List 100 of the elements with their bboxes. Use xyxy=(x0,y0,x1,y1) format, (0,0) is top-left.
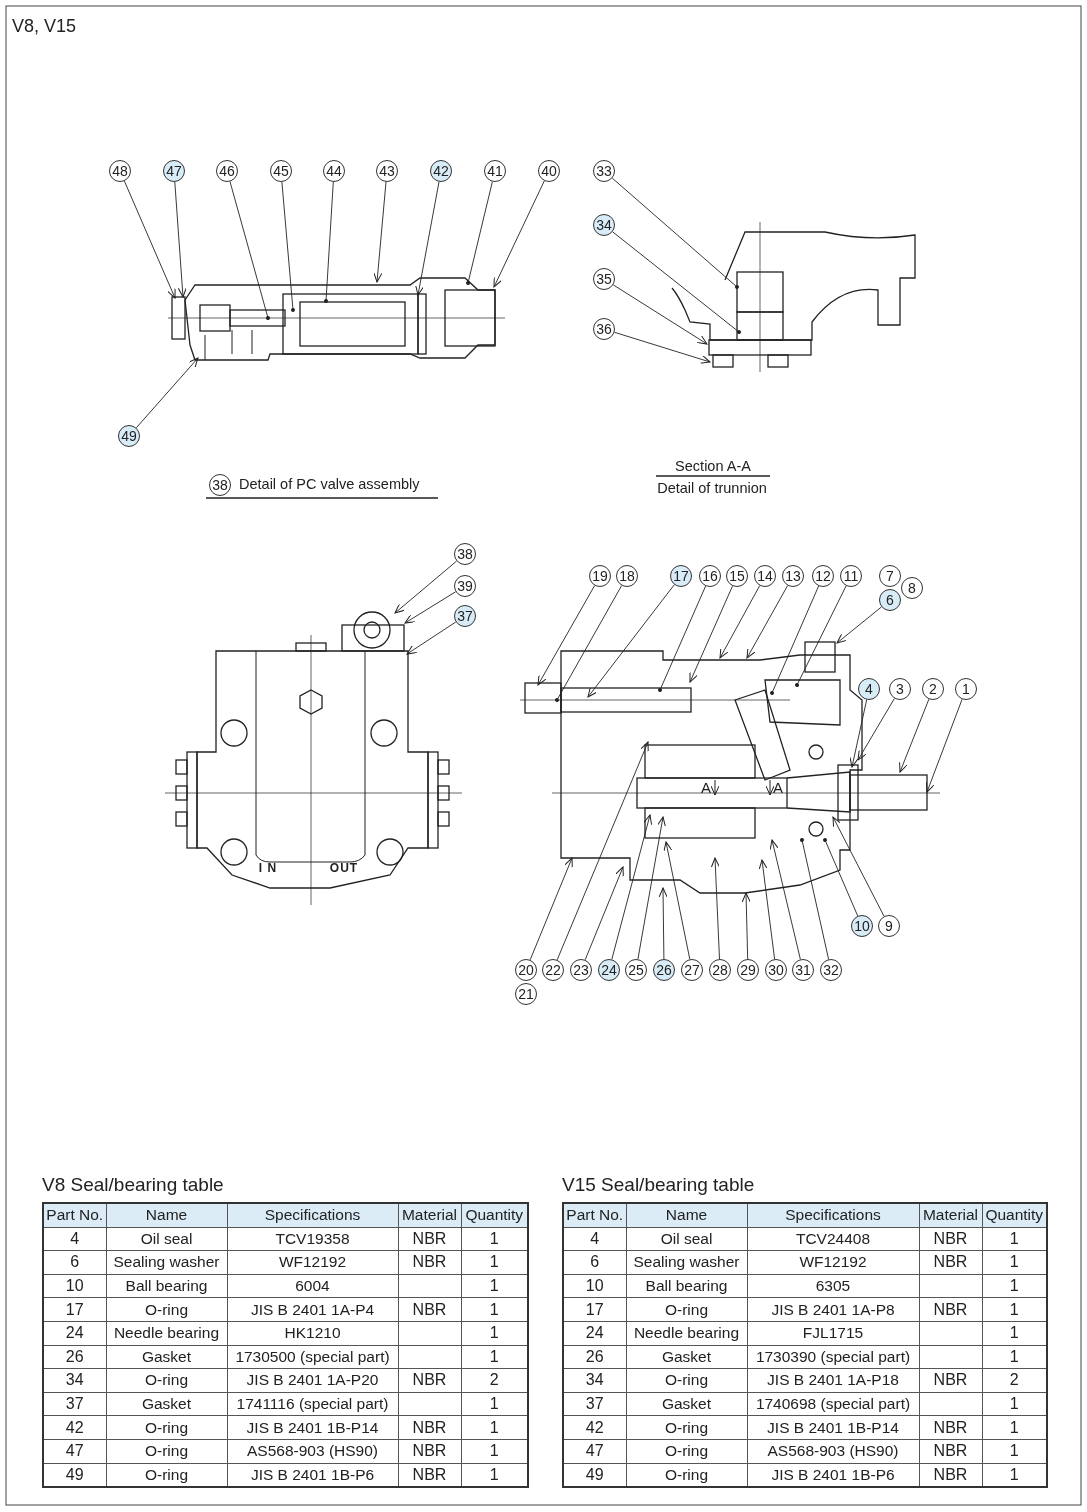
view-caption: Detail of PC valve assembly xyxy=(239,476,420,492)
callout-number: 35 xyxy=(593,268,615,290)
callout-number: 23 xyxy=(570,959,592,981)
table-cell: NBR xyxy=(919,1297,982,1322)
callout-number: 3 xyxy=(889,678,911,700)
column-header: Material xyxy=(398,1203,461,1228)
callout-number: 1 xyxy=(955,678,977,700)
callout-number: 49 xyxy=(118,425,140,447)
table-cell: JIS B 2401 1A-P8 xyxy=(747,1297,919,1322)
trunnion-section-drawing xyxy=(671,221,916,373)
table-cell: NBR xyxy=(919,1415,982,1440)
callout-number: 18 xyxy=(616,565,638,587)
table-cell: 37 xyxy=(563,1392,626,1416)
table-cell: Gasket xyxy=(106,1345,227,1369)
view-caption: Detail of trunnion xyxy=(657,480,767,496)
callout-number: 45 xyxy=(270,160,292,182)
table-title: V8 Seal/bearing table xyxy=(42,1174,224,1196)
table-cell: JIS B 2401 1A-P4 xyxy=(227,1297,398,1322)
callout-number: 39 xyxy=(454,575,476,597)
table-cell: 24 xyxy=(43,1321,106,1346)
table-cell: Needle bearing xyxy=(106,1321,227,1346)
callout-number: 16 xyxy=(699,565,721,587)
callout-number: 15 xyxy=(726,565,748,587)
table-cell: WF12192 xyxy=(227,1250,398,1275)
column-header: Specifications xyxy=(227,1203,398,1228)
table-cell: 4 xyxy=(43,1227,106,1251)
callout-number: 47 xyxy=(163,160,185,182)
table-cell: O-ring xyxy=(106,1415,227,1440)
table-cell: NBR xyxy=(919,1250,982,1275)
table-cell: 47 xyxy=(43,1439,106,1464)
table-cell: 1730500 (special part) xyxy=(227,1345,398,1369)
table-cell: Ball bearing xyxy=(626,1274,747,1298)
callout-number: 10 xyxy=(851,915,873,937)
callout-number: 42 xyxy=(430,160,452,182)
callout-number: 13 xyxy=(782,565,804,587)
callout-number: 7 xyxy=(879,565,901,587)
table-cell: AS568-903 (HS90) xyxy=(747,1439,919,1464)
table-cell: FJL1715 xyxy=(747,1321,919,1346)
table-cell: O-ring xyxy=(106,1439,227,1464)
column-header: Quantity xyxy=(982,1203,1047,1228)
callout-number: 14 xyxy=(754,565,776,587)
callout-number: 40 xyxy=(538,160,560,182)
table-cell: Ball bearing xyxy=(106,1274,227,1298)
table-cell: O-ring xyxy=(106,1368,227,1393)
column-header: Material xyxy=(919,1203,982,1228)
table-cell: 37 xyxy=(43,1392,106,1416)
table-cell: JIS B 2401 1A-P20 xyxy=(227,1368,398,1393)
callout-number: 29 xyxy=(737,959,759,981)
diagram-title: V8, V15 xyxy=(12,16,77,37)
table-cell: Sealing washer xyxy=(106,1250,227,1275)
table-cell: O-ring xyxy=(626,1368,747,1393)
table-cell: 34 xyxy=(563,1368,626,1393)
callout-number: 43 xyxy=(376,160,398,182)
table-cell: JIS B 2401 1A-P18 xyxy=(747,1368,919,1393)
table-cell: 10 xyxy=(43,1274,106,1298)
column-header: Part No. xyxy=(43,1203,106,1228)
table-cell: 1740698 (special part) xyxy=(747,1392,919,1416)
callout-number: 28 xyxy=(709,959,731,981)
table-cell: 4 xyxy=(563,1227,626,1251)
table-cell: NBR xyxy=(398,1439,461,1464)
table-cell: Gasket xyxy=(626,1345,747,1369)
table-cell: 6 xyxy=(43,1250,106,1275)
section-marker: A xyxy=(701,778,711,796)
table-cell: NBR xyxy=(919,1227,982,1251)
table-cell: O-ring xyxy=(626,1297,747,1322)
callout-number: 8 xyxy=(901,577,923,599)
callout-number: 38 xyxy=(209,474,231,496)
table-cell: O-ring xyxy=(106,1297,227,1322)
table-cell: 42 xyxy=(563,1415,626,1440)
callout-number: 21 xyxy=(515,983,537,1005)
table-title: V15 Seal/bearing table xyxy=(562,1174,755,1196)
callout-number: 25 xyxy=(625,959,647,981)
column-header: Name xyxy=(106,1203,227,1228)
callout-number: 33 xyxy=(593,160,615,182)
table-cell: 34 xyxy=(43,1368,106,1393)
table-cell: WF12192 xyxy=(747,1250,919,1275)
table-cell: 47 xyxy=(563,1439,626,1464)
callout-number: 9 xyxy=(878,915,900,937)
table-cell: JIS B 2401 1B-P14 xyxy=(747,1415,919,1440)
port-label: I N xyxy=(258,861,278,875)
callout-number: 37 xyxy=(454,605,476,627)
table-cell: 1730390 (special part) xyxy=(747,1345,919,1369)
section-label: Section A-A xyxy=(675,458,751,474)
table-cell: Gasket xyxy=(626,1392,747,1416)
table-cell: 24 xyxy=(563,1321,626,1346)
callout-number: 24 xyxy=(598,959,620,981)
table-cell: Gasket xyxy=(106,1392,227,1416)
callout-number: 36 xyxy=(593,318,615,340)
callout-number: 46 xyxy=(216,160,238,182)
table-cell: NBR xyxy=(398,1297,461,1322)
table-cell: NBR xyxy=(919,1439,982,1464)
section-marker: A xyxy=(773,778,783,796)
callout-number: 26 xyxy=(653,959,675,981)
column-header: Name xyxy=(626,1203,747,1228)
callout-number: 31 xyxy=(792,959,814,981)
table-cell: O-ring xyxy=(626,1415,747,1440)
table-cell: NBR xyxy=(919,1368,982,1393)
table-cell: AS568-903 (HS90) xyxy=(227,1439,398,1464)
table-cell: Sealing washer xyxy=(626,1250,747,1275)
callout-number: 11 xyxy=(840,565,862,587)
